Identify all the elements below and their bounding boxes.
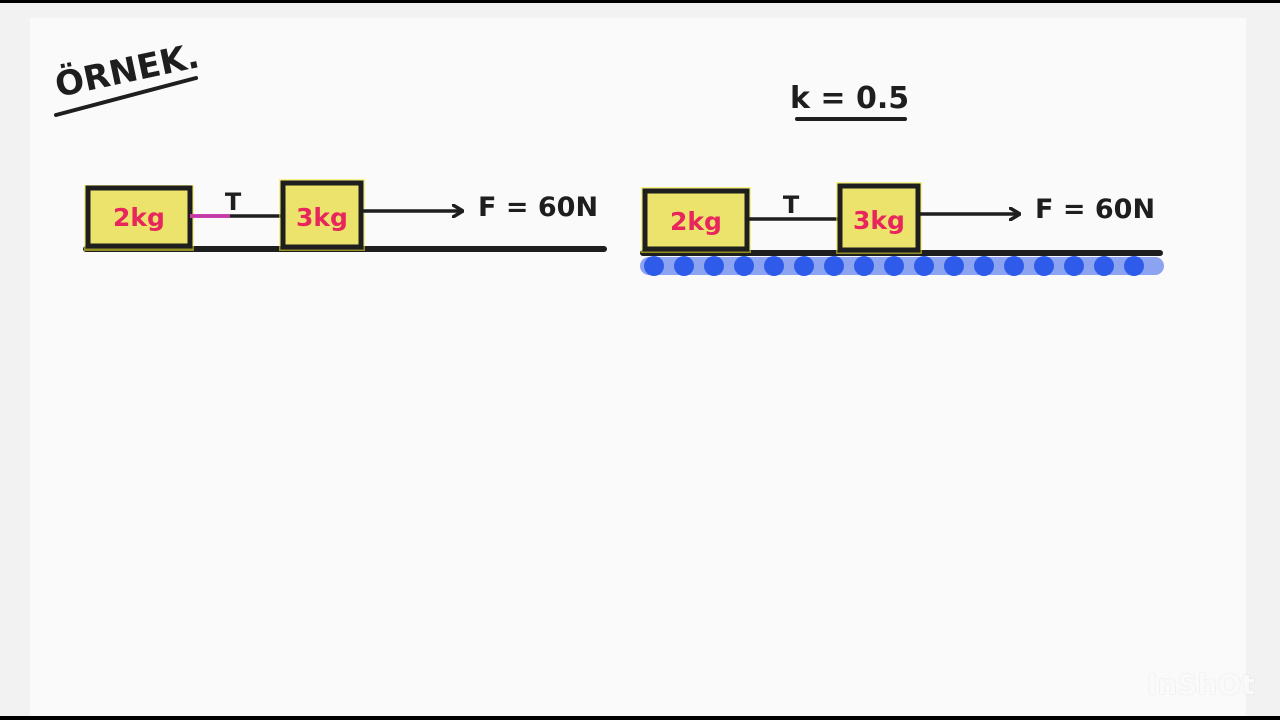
- block-3kg: [280, 180, 364, 250]
- force-label: F = 60N: [1035, 194, 1155, 225]
- rough-surface-dot: [914, 256, 934, 276]
- block-2kg: [642, 188, 750, 252]
- diagram-frictionless: 2kg T 3kg F = 60N: [83, 179, 607, 252]
- rough-surface-dot: [824, 256, 844, 276]
- rough-surface-dot: [944, 256, 964, 276]
- mass-label-3kg: 3kg: [853, 206, 905, 235]
- rough-surface-dot: [1064, 256, 1084, 276]
- example-title: ÖRNEK.: [51, 35, 203, 117]
- inshot-watermark: InShOt: [1147, 668, 1255, 701]
- rough-surface-dot: [704, 256, 724, 276]
- rough-surface-dot: [1034, 256, 1054, 276]
- diagram-with-friction: k = 0.5 2kg T 3kg F = 60N: [640, 81, 1164, 276]
- rough-surface-dot: [1094, 256, 1114, 276]
- force-label: F = 60N: [478, 192, 598, 223]
- rough-surface-dot: [884, 256, 904, 276]
- rough-surface-dot: [794, 256, 814, 276]
- rough-surface: [640, 256, 1164, 276]
- mass-label-3kg: 3kg: [296, 203, 348, 232]
- rough-surface-dot: [974, 256, 994, 276]
- friction-coefficient-label: k = 0.5: [790, 81, 909, 116]
- rough-surface-dot: [854, 256, 874, 276]
- block-3kg: [837, 183, 921, 253]
- rough-surface-dot: [1004, 256, 1024, 276]
- top-frame-bar: [0, 0, 1280, 3]
- tension-label: T: [225, 188, 242, 216]
- bottom-frame-bar: [0, 716, 1280, 720]
- mass-label-2kg: 2kg: [113, 203, 165, 232]
- mass-label-2kg: 2kg: [670, 207, 722, 236]
- rough-surface-dot: [674, 256, 694, 276]
- title-underline: [54, 76, 198, 117]
- rough-surface-dot: [734, 256, 754, 276]
- rough-surface-dot: [644, 256, 664, 276]
- rough-surface-dot: [1124, 256, 1144, 276]
- whiteboard-sheet: [30, 18, 1246, 716]
- tension-label: T: [783, 191, 800, 219]
- rough-surface-dot: [764, 256, 784, 276]
